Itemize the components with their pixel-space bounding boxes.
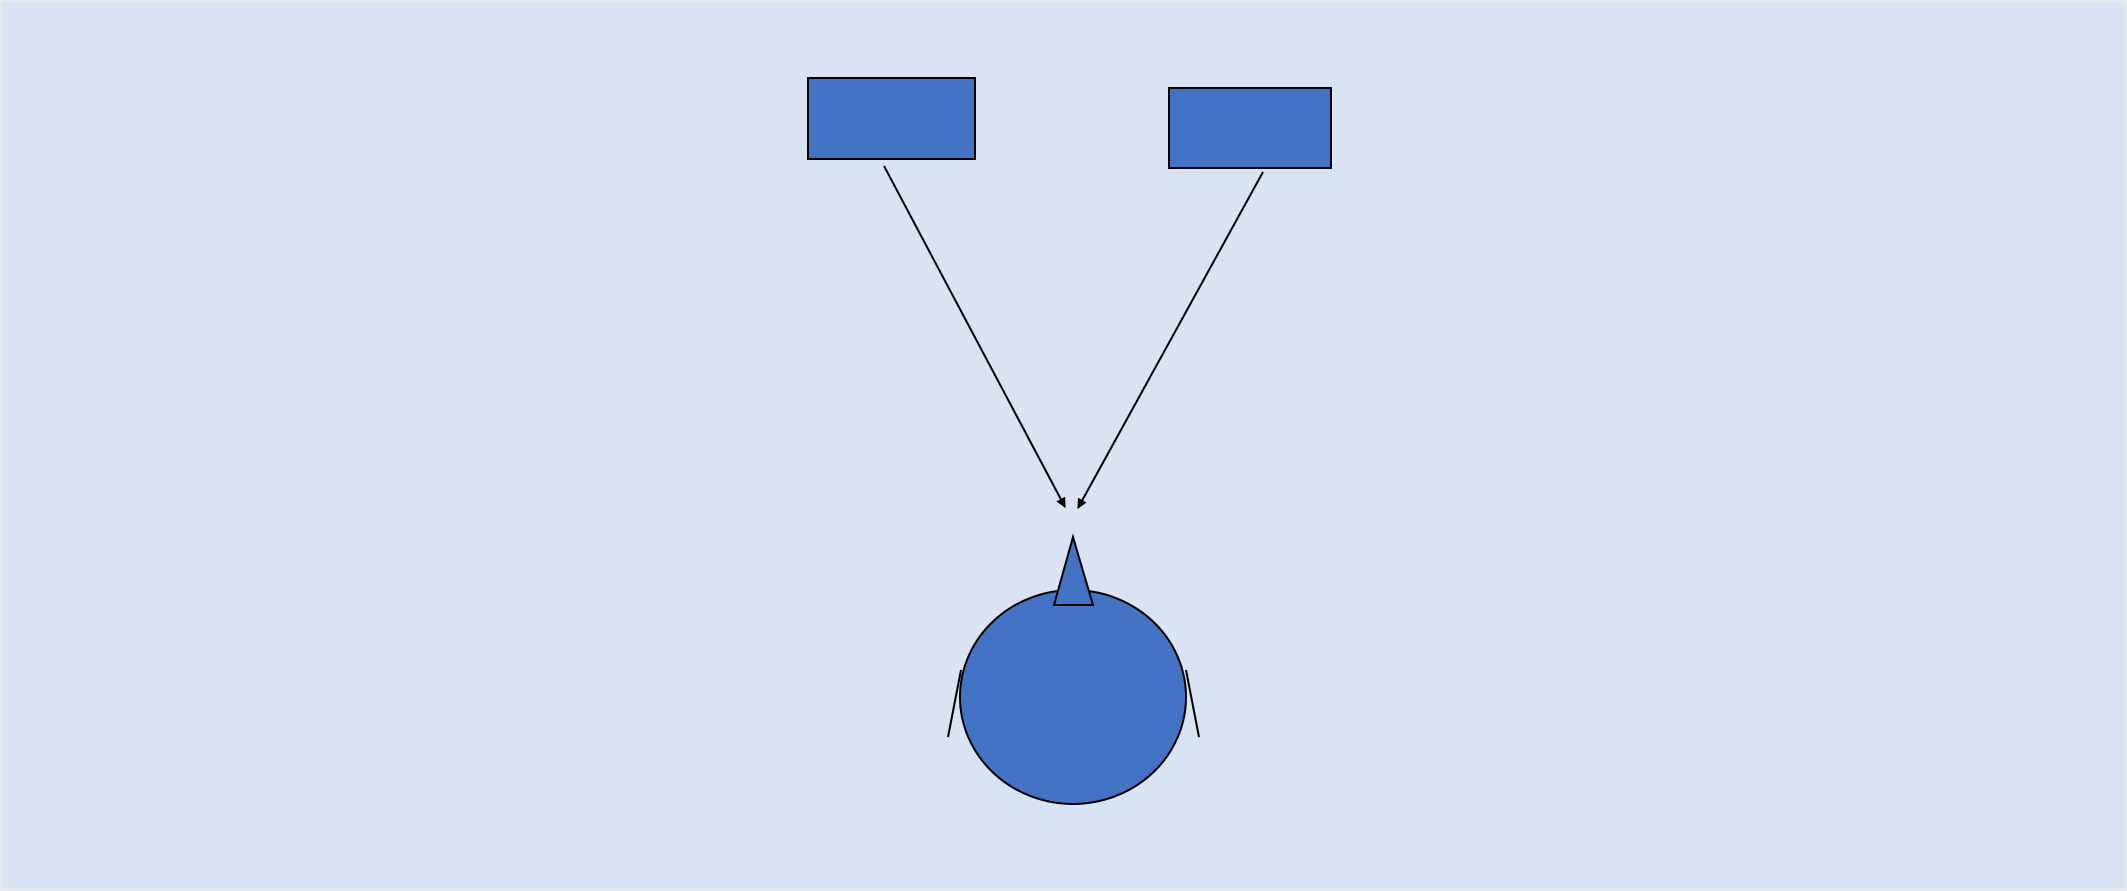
box-left <box>808 78 975 159</box>
head-circle <box>960 590 1186 804</box>
box-right <box>1169 88 1331 168</box>
